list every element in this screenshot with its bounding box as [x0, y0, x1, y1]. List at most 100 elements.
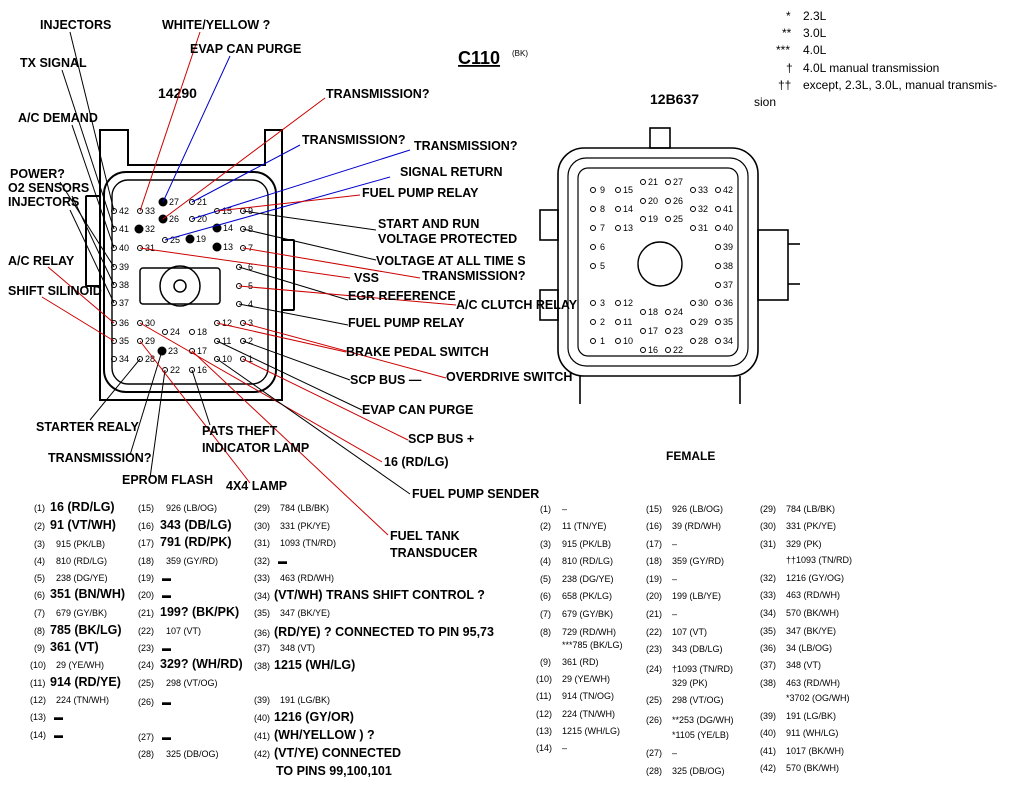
- table-pin: (11): [536, 691, 551, 701]
- pin-number: 3: [600, 298, 605, 308]
- pin: 37: [715, 280, 733, 290]
- pin-number: 18: [648, 307, 658, 317]
- pin: 24: [162, 327, 180, 337]
- table-pin: (24): [646, 664, 662, 674]
- pin: 40: [111, 243, 129, 253]
- table-wire: 1216 (GY/OR): [274, 710, 354, 724]
- pin: 41: [111, 224, 129, 234]
- pin-label: BRAKE PEDAL SWITCH: [346, 345, 489, 359]
- pin: 2: [240, 336, 253, 346]
- table-wire: ††1093 (TN/RD): [786, 555, 852, 565]
- pin-number: 38: [119, 280, 129, 290]
- pin-label: 16 (RD/LG): [384, 455, 449, 469]
- legend-sym: †: [786, 61, 793, 75]
- table-wire: 914 (RD/YE): [50, 675, 121, 689]
- table-wire: –: [672, 574, 677, 584]
- pin-label: TRANSMISSION?: [422, 269, 525, 283]
- table-wire: ▬: [162, 697, 171, 707]
- pin-number: 7: [600, 223, 605, 233]
- pin-label: POWER?: [10, 167, 65, 181]
- pin-number: 42: [723, 185, 733, 195]
- pin-number: 1: [248, 354, 253, 364]
- pin: 7: [240, 243, 253, 253]
- pin: 39: [111, 262, 129, 272]
- table-pin: (16): [646, 521, 662, 531]
- pin: 29: [690, 317, 708, 327]
- pin: 26: [665, 196, 683, 206]
- pin: 42: [715, 185, 733, 195]
- left-part-number: 14290: [158, 85, 197, 101]
- pin: 32: [134, 224, 155, 234]
- pin-label: PATS THEFT: [202, 424, 278, 438]
- table-pin: (3): [34, 539, 45, 549]
- table-wire: 238 (DG/YE): [562, 574, 614, 584]
- table-pin: (22): [138, 626, 154, 636]
- table-pin: (29): [760, 504, 776, 514]
- table-pin: (20): [138, 590, 154, 600]
- pin: 25: [162, 235, 180, 245]
- pin-label: TRANSMISSION?: [326, 87, 429, 101]
- pin-label: TRANSMISSION?: [48, 451, 151, 465]
- left-connector: [85, 129, 295, 401]
- female-label: FEMALE: [666, 449, 715, 463]
- pin: 38: [111, 280, 129, 290]
- pin: 41: [715, 204, 733, 214]
- pin-number: 2: [248, 336, 253, 346]
- pin-number: 31: [698, 223, 708, 233]
- pin-number: 28: [145, 354, 155, 364]
- pin-number: 16: [197, 365, 207, 375]
- pin-number: 38: [723, 261, 733, 271]
- pin-number: 27: [169, 197, 179, 207]
- pin: 6: [236, 262, 253, 272]
- pin: 7: [590, 223, 605, 233]
- table-wire: 361 (VT): [50, 640, 99, 654]
- table-pin: (39): [760, 711, 776, 721]
- table-pin: (18): [138, 556, 154, 566]
- table-pin: (15): [646, 504, 662, 514]
- pin-number: 26: [673, 196, 683, 206]
- pin-number: 5: [248, 281, 253, 291]
- connector-color: (BK): [512, 49, 528, 58]
- table-wire: 39 (RD/WH): [672, 521, 721, 531]
- table-pin: (42): [760, 763, 776, 773]
- pin: 33: [690, 185, 708, 195]
- table-wire: 1017 (BK/WH): [786, 746, 844, 756]
- table-pin: (42): [254, 749, 270, 759]
- pin: 23: [665, 326, 683, 336]
- table-pin: (26): [646, 715, 662, 725]
- table-wire: 911 (WH/LG): [786, 728, 838, 738]
- pin-number: 2: [600, 317, 605, 327]
- right-connector: [539, 127, 800, 404]
- pin: 27: [665, 177, 683, 187]
- pin-number: 29: [698, 317, 708, 327]
- table-wire: ▬: [54, 730, 63, 740]
- table-pin: (10): [30, 660, 46, 670]
- table-wire: –: [562, 504, 567, 514]
- pin-label: START AND RUN: [378, 217, 479, 231]
- pin-number: 17: [197, 346, 207, 356]
- pin-number: 5: [600, 261, 605, 271]
- table-wire: *3702 (OG/WH): [786, 693, 850, 703]
- legend-text: 4.0L: [803, 43, 827, 57]
- table-wire: –: [672, 609, 677, 619]
- table-pin: (33): [760, 590, 776, 600]
- pin-label: A/C RELAY: [8, 254, 75, 268]
- pin-number: 23: [168, 346, 178, 356]
- table-wire: 191 (LG/BK): [786, 711, 836, 721]
- pin: 39: [715, 242, 733, 252]
- table-wire: 784 (LB/BK): [280, 503, 329, 513]
- table-pin: (4): [540, 556, 551, 566]
- table-wire: –: [672, 748, 677, 758]
- pin: 8: [590, 204, 605, 214]
- table-pin: (6): [34, 590, 45, 600]
- pin-label: A/C CLUTCH RELAY: [456, 298, 578, 312]
- table-wire: 463 (RD/WH): [786, 590, 840, 600]
- pin-label: SHIFT SILINOID: [8, 284, 102, 298]
- pin-number: 35: [723, 317, 733, 327]
- table-wire: 784 (LB/BK): [786, 504, 835, 514]
- pin-number: 10: [623, 336, 633, 346]
- table-wire: 298 (VT/OG): [166, 678, 218, 688]
- pin-number: 18: [197, 327, 207, 337]
- table-wire: 224 (TN/WH): [56, 695, 109, 705]
- table-wire: 463 (RD/WH): [786, 678, 840, 688]
